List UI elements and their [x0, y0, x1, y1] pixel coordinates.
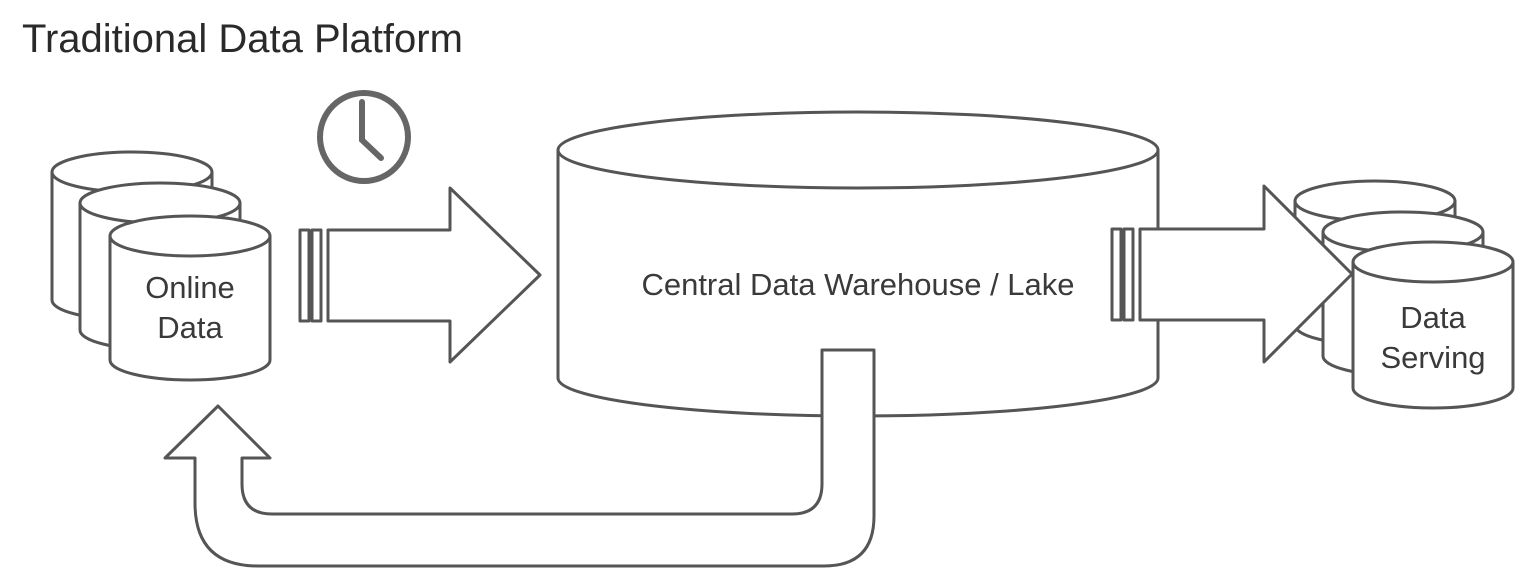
ingest-arrow — [298, 186, 542, 364]
diagram-title: Traditional Data Platform — [22, 17, 463, 61]
online-data-label-line1: Online — [145, 270, 235, 305]
feedback-arrow — [163, 348, 876, 568]
online-data-stack: Online Data — [50, 150, 272, 382]
online-data-label-line2: Data — [157, 310, 223, 345]
serving-arrow — [1110, 184, 1354, 364]
clock-icon — [317, 90, 411, 184]
central-warehouse-cylinder: Central Data Warehouse / Lake — [556, 110, 1160, 418]
ingest-arrow-stripe-1 — [298, 228, 311, 323]
data-serving-cylinder-front: Data Serving — [1351, 240, 1515, 410]
online-data-cylinder-front — [108, 214, 272, 382]
ingest-arrow-stripe-2 — [310, 228, 323, 323]
data-serving-label-line1: Data — [1400, 300, 1466, 335]
serving-arrow-stripe-1 — [1110, 227, 1123, 322]
central-warehouse-label: Central Data Warehouse / Lake — [641, 267, 1074, 302]
serving-arrow-stripe-2 — [1122, 227, 1135, 322]
data-serving-label-line2: Serving — [1380, 340, 1485, 375]
